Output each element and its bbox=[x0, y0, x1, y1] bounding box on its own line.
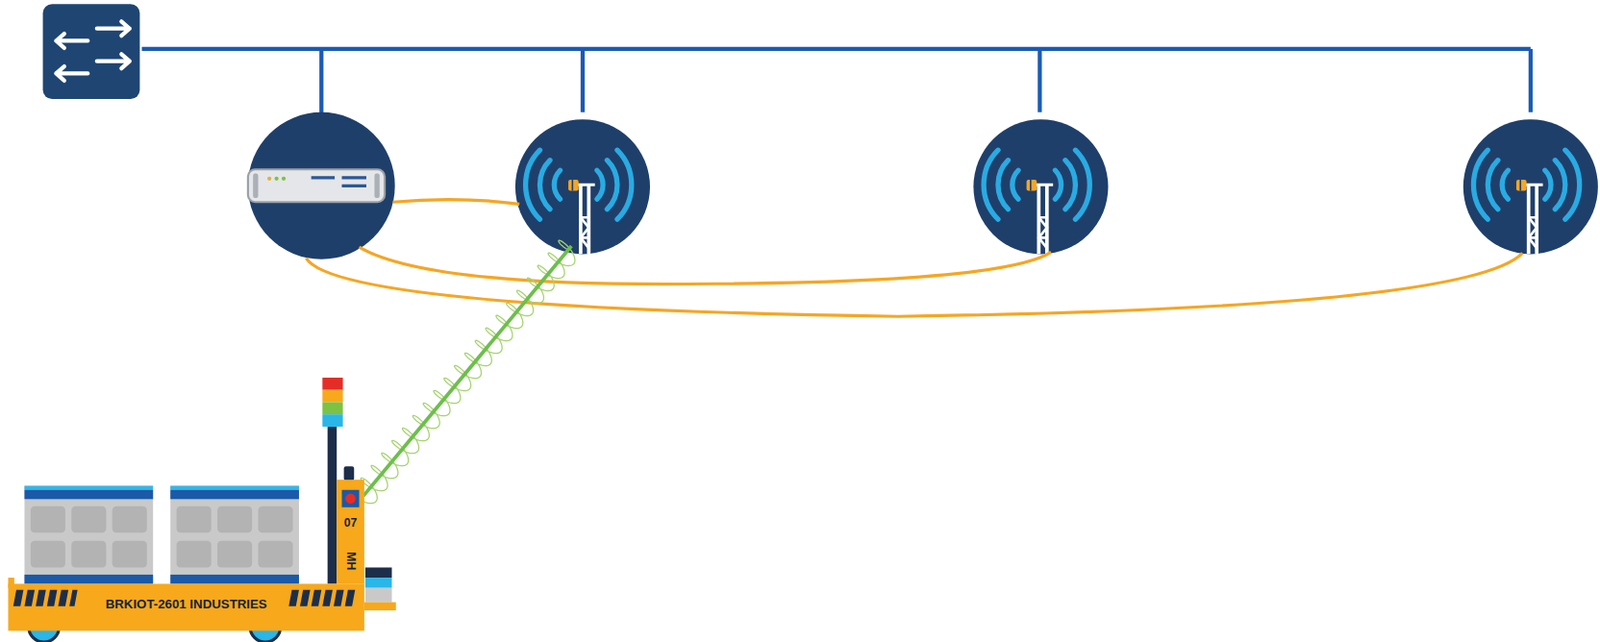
controller-node bbox=[248, 112, 396, 260]
vehicle-label: BRKIOT-2601 INDUSTRIES bbox=[7, 598, 364, 611]
pallet bbox=[24, 486, 153, 585]
access-point bbox=[515, 119, 650, 254]
agv-vehicle bbox=[7, 377, 396, 642]
wireless-link bbox=[359, 240, 575, 504]
agv-body: BRKIOT-2601 INDUSTRIES 07MH bbox=[0, 367, 399, 638]
controller-link bbox=[305, 200, 1523, 318]
access-point bbox=[973, 119, 1108, 254]
vehicle-code: MH bbox=[344, 547, 356, 575]
access-point bbox=[1463, 119, 1599, 254]
wired-bus bbox=[142, 49, 1531, 115]
pallet bbox=[170, 486, 300, 585]
agv-cab: 07MH bbox=[336, 479, 365, 584]
vehicle-number: 07 bbox=[336, 517, 365, 529]
switch-icon bbox=[43, 3, 141, 100]
